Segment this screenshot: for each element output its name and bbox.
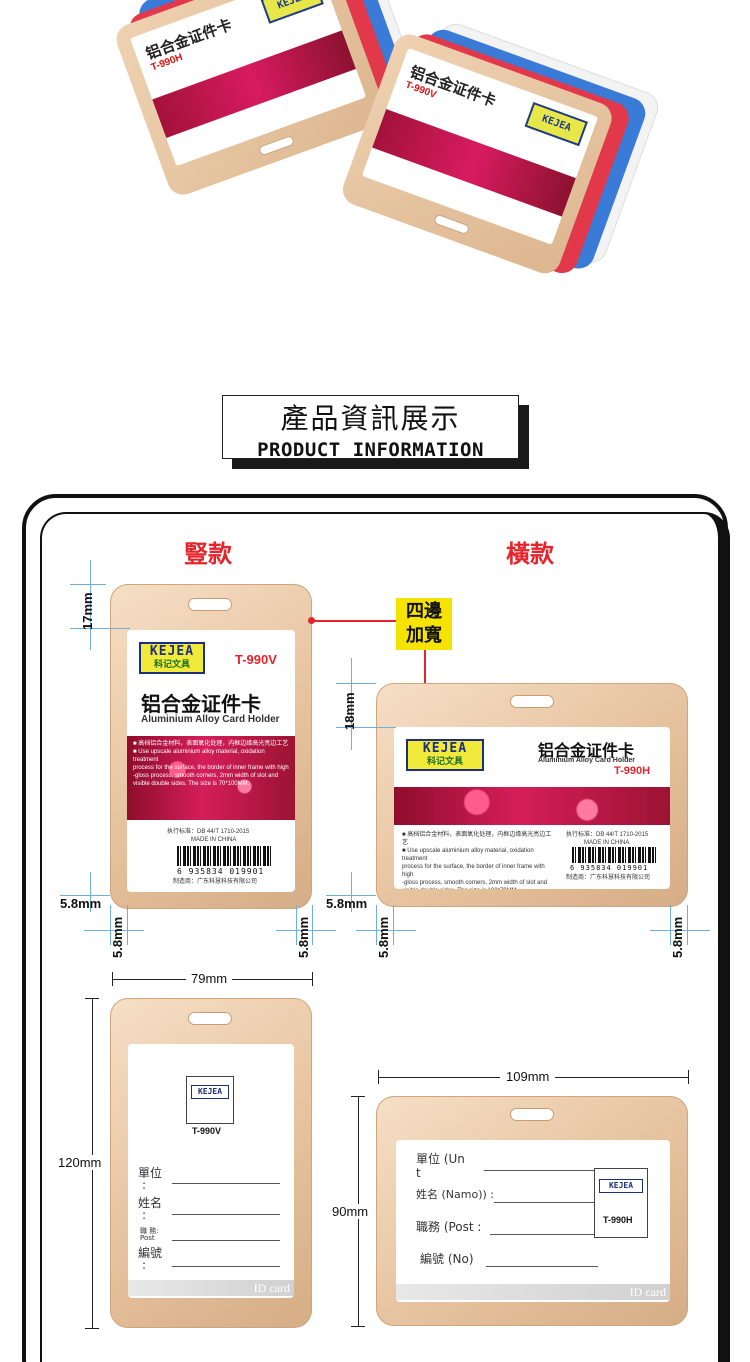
stack-left-title: 铝合金证件卡 — [143, 15, 235, 64]
dim-side-left: 5.8mm — [60, 896, 102, 911]
red-band — [394, 787, 670, 825]
barcode-number: 6 935834 019901 — [570, 864, 649, 872]
callout-line-2: 加寬 — [406, 625, 442, 646]
model-code: T-990V — [235, 652, 277, 667]
widened-edges-callout: 四邊 加寬 — [396, 598, 452, 650]
card-title: 铝合金证件卡 — [141, 692, 261, 716]
id-card-strip: ID card — [128, 1280, 294, 1296]
spec-text: ■ 高档铝合金材料，表面氧化处理，内框边缘高光亮边工艺■ Use upscale… — [402, 832, 552, 889]
card-title: 铝合金证件卡 — [538, 741, 635, 760]
dim-side-bottom-left-h: 5.8mm — [376, 916, 391, 958]
insert-post-label: 職務 (Post : — [416, 1220, 482, 1234]
horizontal-holder-blank: 單位 (Un t 姓名 (Namo)) : 職務 (Post : 編號 (No)… — [376, 1096, 688, 1326]
barcode — [177, 846, 273, 866]
stack-left-logo: KEJEA — [260, 0, 324, 24]
brand-name-cn: 科记文具 — [426, 757, 463, 767]
vertical-style-title: 豎款 — [184, 540, 232, 568]
insert-unit-label: 單位 — [138, 1166, 163, 1180]
lanyard-slot — [510, 695, 554, 708]
product-photo: 铝合金证件卡 T-990H KEJEA 铝合金证件卡 T-990V KEJEA — [0, 0, 750, 360]
frame-inner — [40, 512, 730, 1362]
brand-name-cn: 科记文具 — [153, 660, 190, 670]
dim-side-bottom-right-h: 5.8mm — [670, 916, 685, 958]
maker-text: 制造商：广东科慧科技有限公司 — [566, 875, 651, 881]
maker-text: 制造商：广东科慧科技有限公司 — [173, 879, 258, 885]
lanyard-slot — [188, 598, 232, 611]
insert-logo: KEJEA T-990H — [594, 1168, 648, 1238]
dim-side-bottom-right: 5.8mm — [296, 916, 311, 958]
dim-height-vertical: 120mm — [58, 1155, 102, 1170]
horizontal-card: KEJEA 科记文具 铝合金证件卡 Aluminium Alloy Card H… — [394, 727, 670, 889]
horizontal-holder: KEJEA 科记文具 铝合金证件卡 Aluminium Alloy Card H… — [376, 683, 688, 907]
insert-unit-label: 單位 (Un — [416, 1152, 465, 1166]
dim-height-horizontal: 90mm — [332, 1204, 369, 1219]
insert-number-label: 編號 — [138, 1246, 163, 1260]
brand-logo: KEJEA 科记文具 — [406, 739, 484, 771]
insert-name-label: 姓名 — [138, 1196, 163, 1210]
brand-name: KEJEA — [422, 741, 468, 756]
card-subtitle: Aluminium Alloy Card Holder — [538, 757, 635, 764]
brand-logo: KEJEA 科记文具 — [139, 642, 205, 674]
lanyard-slot — [188, 1012, 232, 1025]
barcode-number: 6 935834 019901 — [177, 867, 265, 876]
insert-number-label: 編號 (No) — [420, 1252, 474, 1266]
insert-code: T-990V — [192, 1126, 222, 1136]
vertical-insert: KEJEA T-990V 單位 : 姓名 : 職 務: Post 編號 : ID… — [128, 1044, 294, 1298]
insert-logo: KEJEA — [186, 1076, 234, 1124]
lanyard-slot — [510, 1108, 554, 1121]
heading-cn: 產品資訊展示 — [280, 402, 461, 435]
section-heading: 產品資訊展示 PRODUCT INFORMATION — [222, 395, 519, 461]
insert-logo-brand: KEJEA — [191, 1085, 229, 1099]
vertical-holder-blank: KEJEA T-990V 單位 : 姓名 : 職 務: Post 編號 : ID… — [110, 998, 312, 1328]
dim-top-horizontal: 18mm — [342, 692, 357, 730]
horizontal-insert: 單位 (Un t 姓名 (Namo)) : 職務 (Post : 編號 (No)… — [396, 1140, 670, 1302]
card-subtitle: Aluminium Alloy Card Holder — [141, 714, 280, 725]
horizontal-style-title: 橫款 — [506, 540, 554, 568]
id-card-strip: ID card — [396, 1284, 670, 1300]
insert-logo-brand: KEJEA — [599, 1179, 643, 1193]
model-code: T-990H — [614, 765, 651, 777]
dim-side-bottom-left: 5.8mm — [110, 916, 125, 958]
standard-text: 执行标准：DB 44/T 1710-2015 — [566, 832, 649, 838]
insert-post-label: 職 務: — [140, 1227, 159, 1235]
insert-unit-tail: t — [416, 1166, 421, 1180]
callout-line-1: 四邊 — [406, 601, 442, 622]
insert-code: T-990H — [603, 1215, 633, 1225]
dim-width-vertical: 79mm — [186, 971, 233, 986]
dim-side-left-h: 5.8mm — [326, 896, 368, 911]
made-in-text: MADE IN CHINA — [584, 840, 630, 846]
made-in-text: MADE IN CHINA — [191, 837, 237, 843]
vertical-card: KEJEA 科记文具 T-990V 铝合金证件卡 Aluminium Alloy… — [127, 630, 295, 892]
standard-text: 执行标准：DB 44/T 1710-2015 — [167, 829, 250, 835]
dim-width-horizontal: 109mm — [500, 1069, 556, 1084]
band-text: ■ 高档铝合金材料，表面氧化处理，内框边缘高光亮边工艺■ Use upscale… — [133, 741, 289, 787]
vertical-holder: KEJEA 科记文具 T-990V 铝合金证件卡 Aluminium Alloy… — [110, 584, 312, 909]
red-band: ■ 高档铝合金材料，表面氧化处理，内框边缘高光亮边工艺■ Use upscale… — [127, 736, 295, 820]
insert-post-en: Post — [140, 1234, 155, 1242]
stack-right-logo: KEJEA — [524, 101, 588, 147]
insert-name-label: 姓名 (Namo)) : — [416, 1188, 494, 1201]
heading-en: PRODUCT INFORMATION — [257, 439, 484, 461]
barcode — [572, 847, 656, 863]
dim-top-vertical: 17mm — [80, 592, 95, 630]
brand-name: KEJEA — [149, 644, 195, 659]
